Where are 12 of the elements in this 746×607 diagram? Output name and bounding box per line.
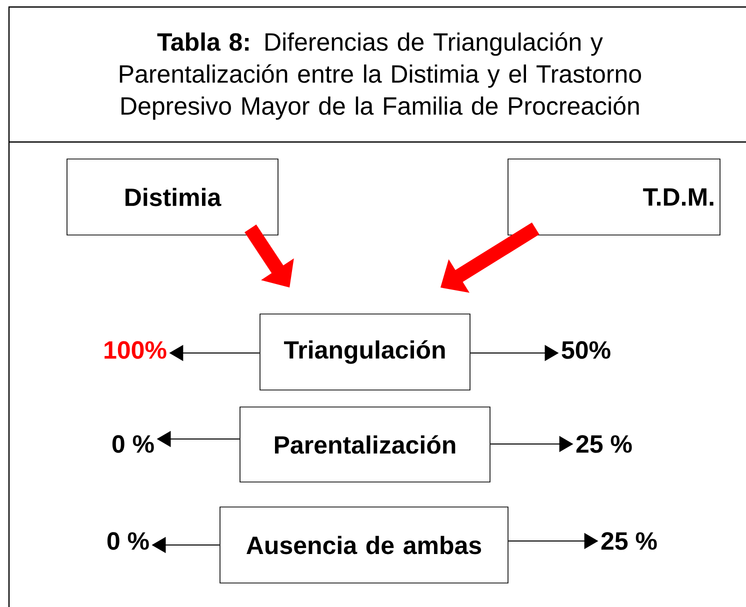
percentage: 0 % [112,435,154,453]
label-box: Parentalización [240,406,490,482]
label-box: Triangulación [260,314,470,390]
label-box: Distimia [66,158,278,236]
title: Tabla 8: Diferencias de Triangulación y Parentalización entre la Distimia y el Trastorno Depresivo Mayor de la Familia de Procreación [120,32,642,120]
percentage: 0 % [107,532,149,550]
label-box: T.D.M. [508,158,720,236]
percentage: 50% [562,341,610,359]
label-box: Ausencia de ambas [220,506,508,584]
percentage: 100% [104,341,166,359]
percentage: 25 % [601,532,657,550]
percentage: 25 % [576,435,632,453]
